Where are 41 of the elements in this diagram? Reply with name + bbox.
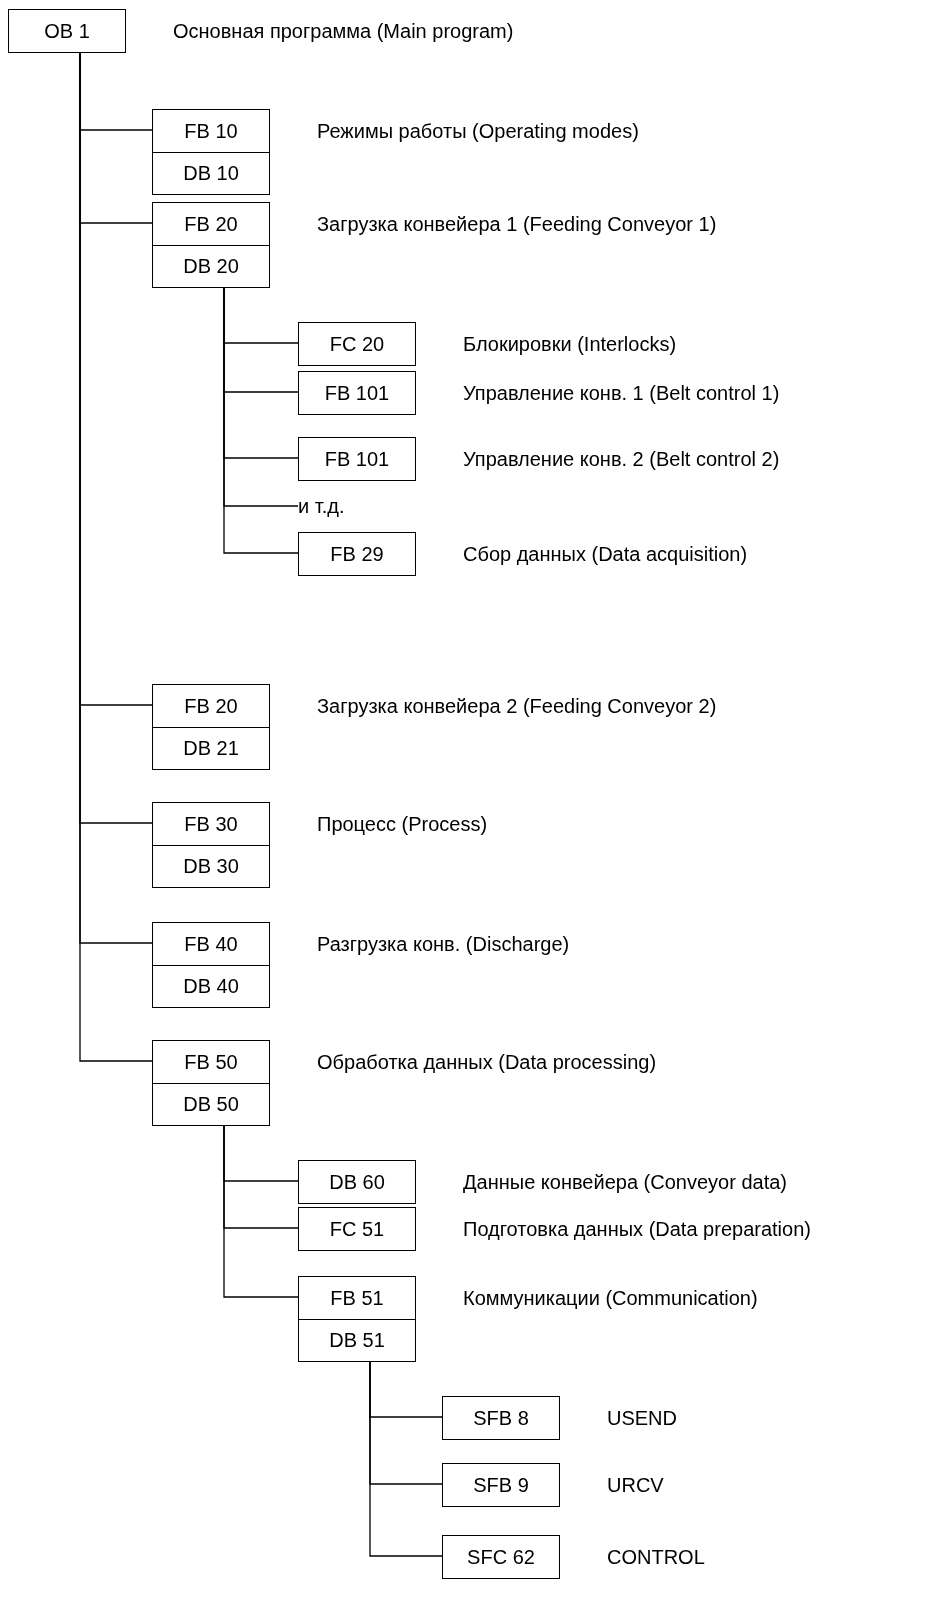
block-description: CONTROL xyxy=(607,1544,705,1570)
block-description: Данные конвейера (Conveyor data) xyxy=(463,1169,787,1195)
block-id: FC 51 xyxy=(328,1216,386,1242)
block-description: Сбор данных (Data acquisition) xyxy=(463,541,748,567)
block-description: Основная программа (Main program) xyxy=(173,18,514,44)
block-id: SFC 62 xyxy=(466,1544,536,1570)
block-id: DB 21 xyxy=(153,727,269,769)
block-id: DB 60 xyxy=(328,1169,386,1195)
block-description: Управление конв. 1 (Belt control 1) xyxy=(463,380,780,406)
block-id: FB 20 xyxy=(183,211,239,237)
block-description: Загрузка конвейера 2 (Feeding Conveyor 2) xyxy=(317,693,717,719)
block-id: DB 20 xyxy=(153,245,269,287)
block-description: URCV xyxy=(607,1472,664,1498)
block-id: DB 51 xyxy=(299,1319,415,1361)
block-description: Обработка данных (Data processing) xyxy=(317,1049,657,1075)
block-description: Режимы работы (Operating modes) xyxy=(317,118,639,144)
block-description: Блокировки (Interlocks) xyxy=(463,331,677,357)
block-id: DB 10 xyxy=(153,152,269,194)
block-id: FB 40 xyxy=(183,931,239,957)
block-id: DB 30 xyxy=(153,845,269,887)
block-id: FB 101 xyxy=(323,380,391,406)
block-id: FB 101 xyxy=(323,446,391,472)
block-id: SFB 9 xyxy=(472,1472,530,1498)
block-description: Разгрузка конв. (Discharge) xyxy=(317,931,570,957)
block-description: Подготовка данных (Data preparation) xyxy=(463,1216,811,1242)
block-id: DB 50 xyxy=(153,1083,269,1125)
block-id: FB 51 xyxy=(329,1285,385,1311)
block-id: FB 20 xyxy=(183,693,239,719)
block-id: DB 40 xyxy=(153,965,269,1007)
block-description: Загрузка конвейера 1 (Feeding Conveyor 1) xyxy=(317,211,717,237)
block-id: FC 20 xyxy=(328,331,386,357)
block-id: FB 10 xyxy=(183,118,239,144)
block-id: FB 30 xyxy=(183,811,239,837)
block-id: FB 29 xyxy=(329,541,385,567)
block-description: Процесс (Process) xyxy=(317,811,488,837)
block-id: OB 1 xyxy=(43,18,91,44)
block-id: FB 50 xyxy=(183,1049,239,1075)
block-description: Коммуникации (Communication) xyxy=(463,1285,758,1311)
block-id: SFB 8 xyxy=(472,1405,530,1431)
block-description: USEND xyxy=(607,1405,677,1431)
block-description: Управление конв. 2 (Belt control 2) xyxy=(463,446,780,472)
